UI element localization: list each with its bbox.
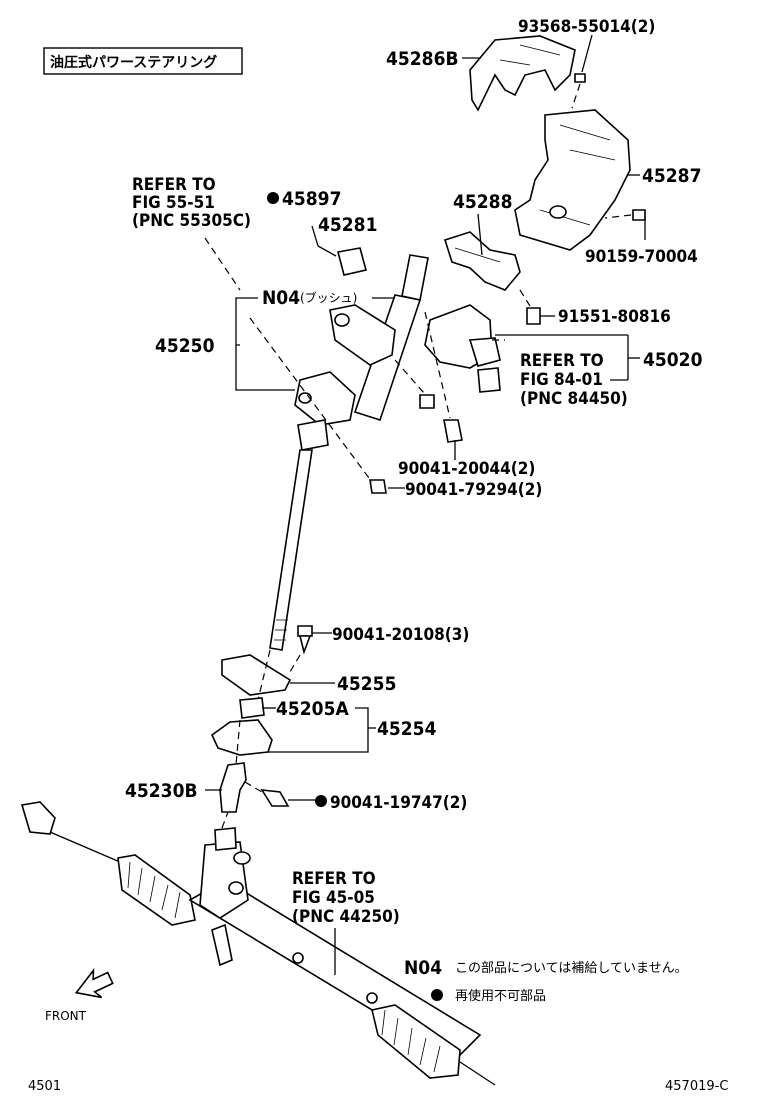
non-reusable-dot-45897 [267, 192, 279, 204]
bolt-20108 [289, 625, 313, 673]
hole-cover-plate [221, 649, 292, 701]
legend: N04 この部品については補給していません。 再使用不可部品 [404, 957, 688, 1004]
footer-left: 4501 [28, 1079, 61, 1094]
non-reusable-dot-19747 [315, 795, 327, 807]
refer-block-2: REFER TO FIG 84-01 (PNC 84450) [520, 351, 628, 409]
refer-3-line-1: REFER TO [292, 869, 376, 889]
steering-column [269, 254, 429, 651]
label-90041-20044: 90041-20044(2) [398, 459, 535, 479]
ref-dash-2 [249, 317, 373, 483]
refer-1-line-1: REFER TO [132, 175, 216, 195]
label-45287: 45287 [642, 165, 701, 187]
label-90041-20108: 90041-20108(3) [332, 625, 469, 645]
title-text: 油圧式パワーステアリング [50, 54, 217, 71]
label-45281: 45281 [318, 214, 377, 236]
refer-3-line-2: FIG 45-05 [292, 888, 375, 908]
ref-dash-1 [204, 237, 241, 291]
leader-lines [205, 34, 646, 975]
label-45205a: 45205A [276, 698, 349, 720]
label-91551: 91551-80816 [558, 307, 671, 327]
refer-2-line-1: REFER TO [520, 351, 604, 371]
label-90041-79294: 90041-79294(2) [405, 480, 542, 500]
legend-dot [431, 989, 443, 1001]
label-93568: 93568-55014(2) [518, 17, 655, 37]
front-label: FRONT [45, 1009, 87, 1023]
refer-1-line-3: (PNC 55305C) [132, 211, 251, 231]
label-45250: 45250 [155, 335, 215, 357]
label-45288: 45288 [453, 191, 512, 213]
footer-right: 457019-C [665, 1079, 728, 1094]
combination-switch [424, 304, 505, 393]
front-arrow [74, 967, 114, 999]
universal-joint [219, 719, 247, 813]
refer-1-line-2: FIG 55-51 [132, 193, 215, 213]
refer-block-1: REFER TO FIG 55-51 (PNC 55305C) [132, 175, 251, 231]
refer-2-line-3: (PNC 84450) [520, 389, 628, 409]
refer-block-3: REFER TO FIG 45-05 (PNC 44250) [292, 869, 400, 927]
refer-3-line-3: (PNC 44250) [292, 907, 400, 927]
steering-rack [20, 801, 496, 1086]
label-90159: 90159-70004 [585, 247, 698, 267]
legend-n04-code: N04 [404, 957, 442, 979]
label-45255: 45255 [337, 673, 396, 695]
label-n04: N04 [262, 287, 300, 309]
legend-n04-text: この部品については補給していません。 [455, 961, 688, 976]
label-45230b: 45230B [125, 780, 198, 802]
legend-dot-text: 再使用不可部品 [455, 988, 546, 1004]
label-45254: 45254 [377, 718, 437, 740]
bolt-19747 [244, 781, 290, 807]
label-90041-19747: 90041-19747(2) [330, 793, 467, 813]
grommet [239, 697, 265, 719]
label-n04-bushing: (ブッシュ) [300, 290, 357, 305]
hole-cover-boot [210, 719, 273, 756]
cover-bracket [443, 231, 521, 291]
refer-2-line-2: FIG 84-01 [520, 370, 603, 390]
cover-screws [519, 73, 646, 325]
column-fasteners [369, 311, 463, 494]
lower-column-cover [514, 109, 631, 251]
column-bushing [311, 225, 367, 276]
label-45286b: 45286B [386, 48, 459, 70]
title-box [43, 47, 243, 75]
upper-column-cover [469, 35, 576, 112]
label-45020: 45020 [643, 349, 703, 371]
label-45897: 45897 [282, 188, 341, 210]
